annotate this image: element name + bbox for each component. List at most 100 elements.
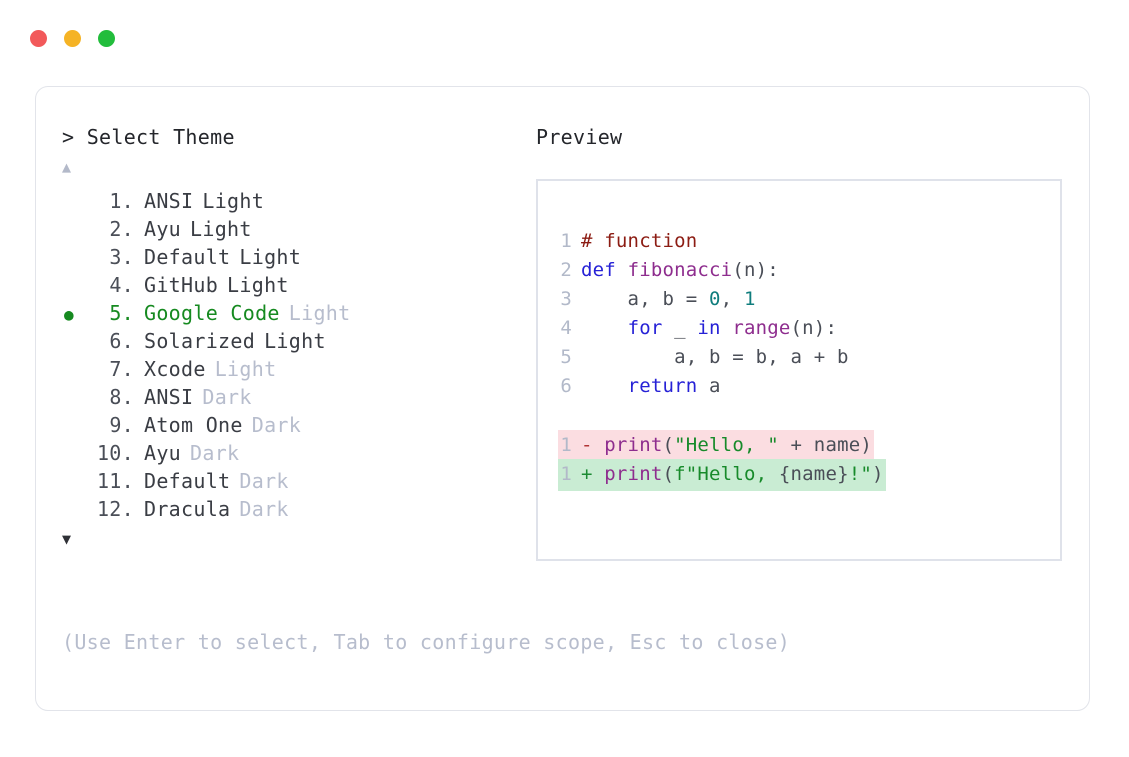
theme-bullet-placeholder xyxy=(62,497,88,525)
theme-item-name: Xcode xyxy=(144,357,206,381)
code-line-number: 5 xyxy=(560,346,572,368)
theme-item-name: Atom One xyxy=(144,413,243,437)
theme-bullet-placeholder xyxy=(62,217,88,245)
diff-token: ) xyxy=(872,463,884,485)
diff-token: ( xyxy=(662,463,675,485)
prompt-title-text: Select Theme xyxy=(86,125,235,149)
diff-gap xyxy=(593,463,605,485)
theme-item-variant: Dark xyxy=(202,385,252,409)
diff-line-added: 1+ print(f"Hello, {name}!") xyxy=(558,459,1060,491)
code-token: return xyxy=(627,375,698,397)
theme-item-number: 6. xyxy=(109,329,134,353)
code-token: in xyxy=(697,317,721,339)
theme-bullet-placeholder xyxy=(62,469,88,497)
theme-list-item[interactable]: 10. Ayu Dark xyxy=(62,439,532,467)
diff-highlight: 1- print("Hello, " + name) xyxy=(558,430,875,462)
theme-item-variant: Light xyxy=(288,301,351,325)
code-line-number: 6 xyxy=(560,375,572,397)
scroll-down-icon[interactable]: ▼ xyxy=(62,530,72,548)
diff-token: print xyxy=(604,434,663,456)
diff-highlight: 1+ print(f"Hello, {name}!") xyxy=(558,459,886,491)
theme-item-variant: Light xyxy=(202,189,265,213)
page-title: > Select Theme xyxy=(62,123,532,151)
theme-item-name: GitHub xyxy=(144,273,219,297)
theme-list-item[interactable]: 2. Ayu Light xyxy=(62,215,532,243)
diff-token: !" xyxy=(848,463,873,485)
theme-list-item[interactable]: 1. ANSI Light xyxy=(62,187,532,215)
diff-token: print xyxy=(604,463,663,485)
theme-item-variant: Dark xyxy=(239,469,289,493)
diff-line-removed: 1- print("Hello, " + name) xyxy=(558,430,1060,462)
code-token: 1 xyxy=(743,288,756,310)
code-token: 0 xyxy=(709,288,721,310)
window-traffic-lights xyxy=(30,30,115,47)
code-line-number: 1 xyxy=(560,230,572,252)
code-token: # function xyxy=(581,230,698,252)
code-line-number: 3 xyxy=(560,288,572,310)
diff-line-number: 1 xyxy=(560,434,572,456)
diff-token: f"Hello, xyxy=(674,463,779,485)
theme-item-name: ANSI xyxy=(144,189,194,213)
theme-item-name: Default xyxy=(144,469,231,493)
code-line-number: 4 xyxy=(560,317,572,339)
theme-item-number: 12. xyxy=(96,497,134,521)
theme-item-name: Google Code xyxy=(144,301,280,325)
diff-token: "Hello, " xyxy=(674,434,779,456)
code-token: , xyxy=(720,288,744,310)
code-line-number: 2 xyxy=(560,259,572,281)
maximize-window-button[interactable] xyxy=(98,30,115,47)
theme-item-name: Default xyxy=(144,245,231,269)
minimize-window-button[interactable] xyxy=(64,30,81,47)
theme-bullet-placeholder xyxy=(62,273,88,301)
keyboard-hint: (Use Enter to select, Tab to configure s… xyxy=(62,630,791,654)
theme-bullet-placeholder xyxy=(62,189,88,217)
theme-item-number: 4. xyxy=(109,273,134,297)
theme-list-item[interactable]: 12. Dracula Dark xyxy=(62,495,532,523)
theme-item-variant: Dark xyxy=(190,441,240,465)
close-window-button[interactable] xyxy=(30,30,47,47)
diff-token: + name) xyxy=(778,434,873,456)
diff-gap xyxy=(593,434,605,456)
code-line: 5 a, b = b, a + b xyxy=(558,343,1060,372)
diff-marker: + xyxy=(581,463,593,485)
scroll-up-icon[interactable]: ▲ xyxy=(62,158,72,176)
theme-item-number: 1. xyxy=(109,189,134,213)
code-token: for xyxy=(627,317,663,339)
theme-item-number: 2. xyxy=(109,217,134,241)
code-token: range xyxy=(732,317,791,339)
theme-item-variant: Dark xyxy=(239,497,289,521)
theme-item-number: 10. xyxy=(96,441,134,465)
code-token: def xyxy=(581,259,628,281)
theme-bullet-placeholder xyxy=(62,413,88,441)
code-spacer xyxy=(558,401,1060,430)
theme-bullet-placeholder xyxy=(62,245,88,273)
theme-item-variant: Dark xyxy=(251,413,302,437)
code-token: fibonacci xyxy=(627,259,733,281)
code-token: a xyxy=(697,375,721,397)
code-token: (n): xyxy=(790,317,838,339)
prompt-caret-icon: > xyxy=(62,125,75,149)
theme-item-name: Ayu xyxy=(144,441,182,465)
page-title-label xyxy=(74,125,86,149)
theme-item-name: Dracula xyxy=(144,497,231,521)
code-token xyxy=(581,317,628,339)
theme-item-variant: Light xyxy=(190,217,252,241)
theme-item-number: 5. xyxy=(109,301,134,325)
code-line: 6 return a xyxy=(558,372,1060,401)
theme-item-variant: Light xyxy=(264,329,326,353)
theme-item-name: Ayu xyxy=(144,217,182,241)
code-token: a, b = b, a + b xyxy=(581,346,849,368)
theme-item-variant: Light xyxy=(214,357,277,381)
